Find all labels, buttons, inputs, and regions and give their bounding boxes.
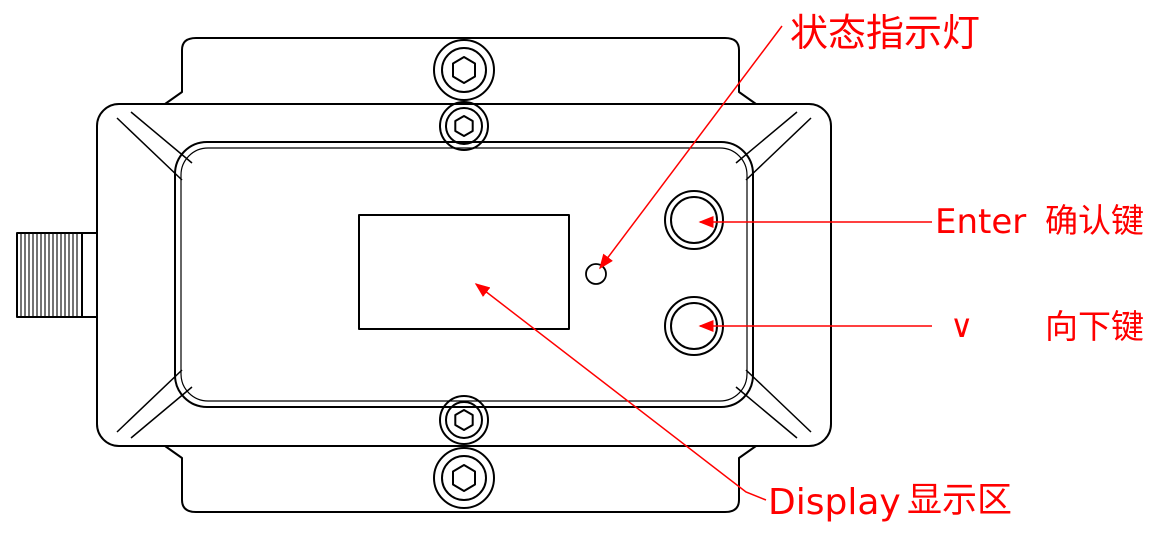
- leader-status-led: [599, 25, 783, 270]
- display-label-zh: 显示区: [907, 481, 1013, 521]
- front-panel: [174, 141, 754, 408]
- display-window: [358, 214, 570, 330]
- bottom-clamp-bracket: [164, 445, 757, 513]
- top-clamp-bracket: [164, 37, 757, 105]
- main-body: [96, 103, 832, 447]
- screw-bottom-outer: [433, 447, 495, 509]
- display-label-en: Display: [768, 482, 901, 523]
- enter-button: [664, 190, 724, 250]
- status-led: [585, 263, 607, 285]
- enter-label-zh: 确认键: [1045, 201, 1144, 240]
- leader-display: [474, 283, 767, 501]
- status-led-label: 状态指示灯: [790, 11, 981, 55]
- enter-label-en: Enter: [935, 202, 1027, 242]
- screw-bottom-inner: [439, 395, 489, 445]
- down-label-zh: 向下键: [1045, 307, 1144, 346]
- screw-top-outer: [433, 39, 495, 101]
- threaded-connector: [16, 232, 98, 318]
- screw-top-inner: [439, 101, 489, 151]
- down-label-symbol: ∨: [950, 307, 974, 345]
